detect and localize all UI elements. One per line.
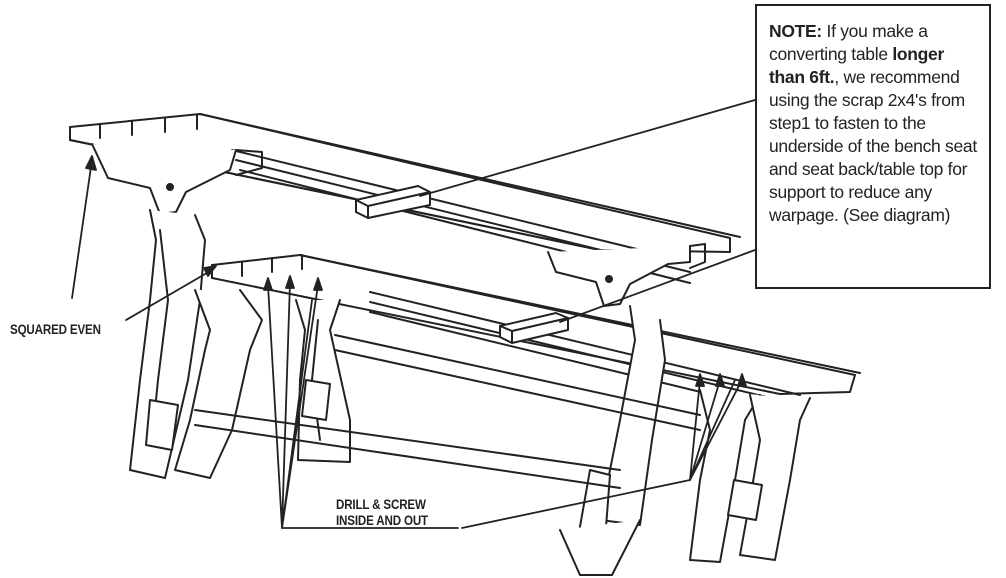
note-box: NOTE: If you make a converting table lon…	[755, 4, 991, 289]
drill-screw-line2: INSIDE AND OUT	[336, 513, 428, 528]
upper-bench	[69, 113, 741, 307]
note-bold-length: longer than 6ft.	[769, 44, 945, 87]
lower-bench	[211, 254, 861, 417]
bench-legs	[129, 209, 811, 576]
callout-leaders	[71, 99, 756, 529]
drill-screw-label: DRILL & SCREW INSIDE AND OUT	[336, 497, 428, 529]
note-text-1: If you make a converting table	[769, 21, 928, 64]
bench-rails	[194, 334, 701, 489]
note-text-2: , we recommend using the scrap 2x4's fro…	[769, 67, 977, 225]
drill-screw-line1: DRILL & SCREW	[336, 497, 426, 512]
note-label: NOTE:	[769, 21, 822, 41]
squared-even-label: SQUARED EVEN	[10, 322, 101, 337]
